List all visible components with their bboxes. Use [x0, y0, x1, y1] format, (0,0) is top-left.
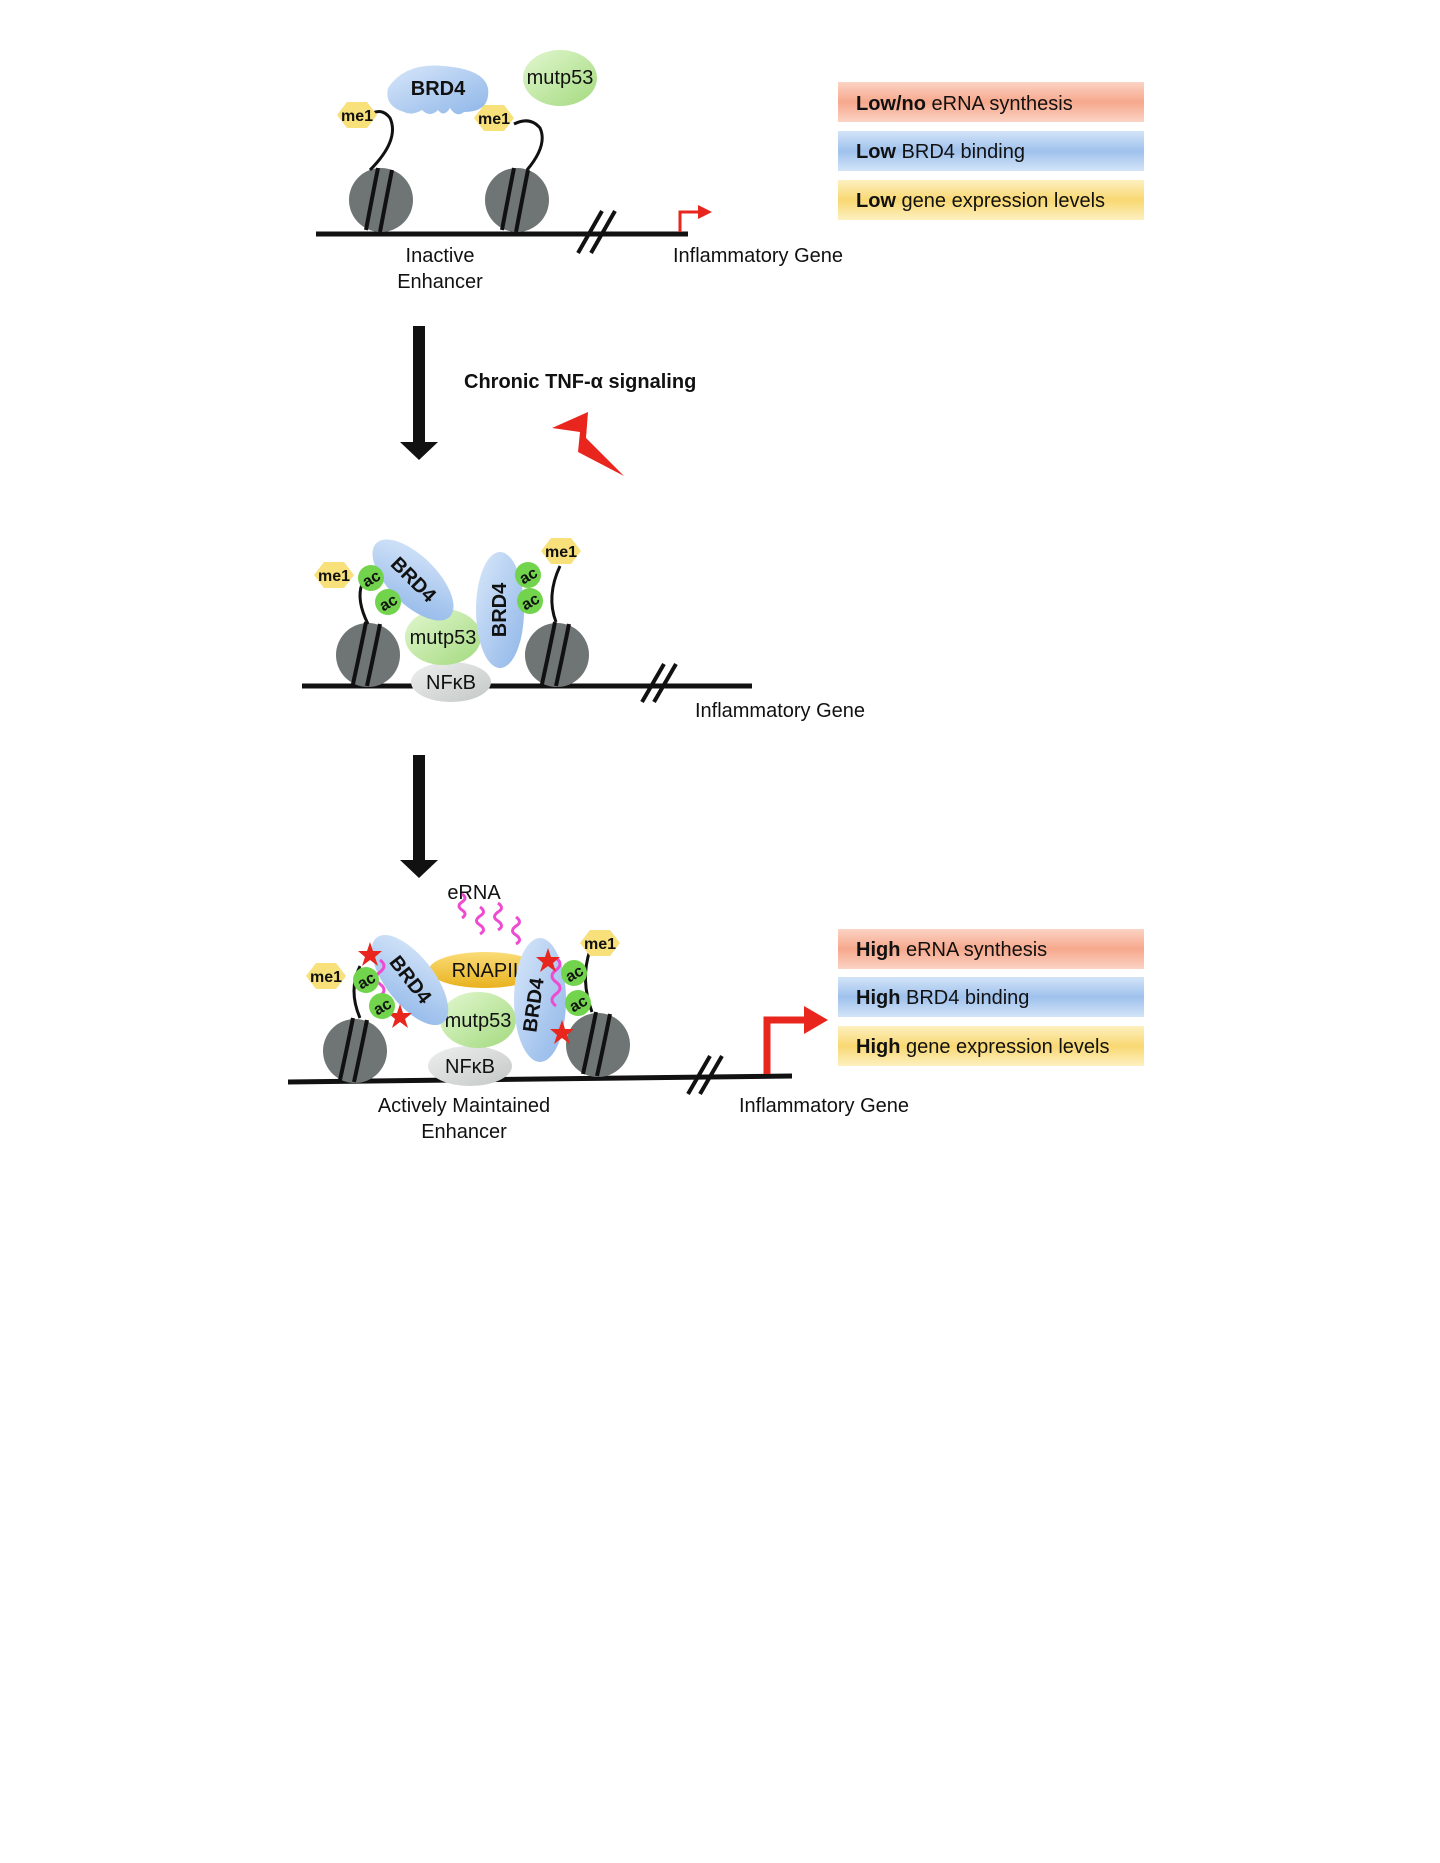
ac-mark: ac — [517, 588, 543, 614]
me1-mark: me1 — [337, 102, 377, 128]
erna-label: eRNA — [447, 882, 501, 904]
svg-text:me1: me1 — [545, 544, 577, 561]
svg-text:me1: me1 — [478, 111, 510, 128]
svg-text:NFκB: NFκB — [426, 672, 476, 694]
signal-label: Chronic TNF-α signaling — [464, 371, 696, 393]
svg-text:NFκB: NFκB — [445, 1056, 495, 1078]
histone-tail — [552, 566, 560, 622]
me1-mark: me1 — [541, 538, 581, 564]
me1-mark: me1 — [580, 930, 620, 956]
tss-arrow-large-head — [804, 1006, 828, 1034]
nfkb-protein: NFκB — [428, 1046, 512, 1086]
svg-text:mutp53: mutp53 — [445, 1010, 512, 1032]
enhancer-label: Enhancer — [421, 1121, 507, 1143]
dna-break-mark — [642, 664, 676, 702]
brd4-protein: BRD4 — [387, 65, 488, 114]
transition-arrow-2 — [400, 755, 438, 878]
legend-item: Low/no eRNA synthesis — [856, 93, 1073, 115]
panel-active-enhancer: eRNA NFκB mutp53 RNAPII — [288, 882, 1144, 1143]
svg-text:BRD4: BRD4 — [489, 582, 511, 637]
svg-text:mutp53: mutp53 — [410, 627, 477, 649]
nfkb-protein: NFκB — [411, 662, 491, 702]
panel-tnf-induced: NFκB mutp53 BRD4 BRD4 — [302, 526, 865, 722]
enhancer-label: Inactive — [406, 245, 475, 267]
svg-text:me1: me1 — [318, 568, 350, 585]
gene-label: Inflammatory Gene — [739, 1095, 909, 1117]
legend-item: Low gene expression levels — [856, 190, 1105, 212]
legend-item: Low BRD4 binding — [856, 141, 1025, 163]
svg-text:BRD4: BRD4 — [411, 78, 466, 100]
histone-tail — [514, 121, 542, 170]
svg-text:mutp53: mutp53 — [527, 67, 594, 89]
tss-arrow-small-head — [698, 205, 712, 219]
legend-low: Low/no eRNA synthesis Low BRD4 binding L… — [838, 82, 1144, 220]
legend-high: High eRNA synthesis High BRD4 binding Hi… — [838, 929, 1144, 1066]
svg-text:me1: me1 — [584, 936, 616, 953]
me1-mark: me1 — [474, 105, 514, 131]
lightning-bolt-icon — [552, 412, 624, 476]
nucleosome — [349, 168, 413, 232]
ac-mark: ac — [565, 990, 591, 1016]
gene-label: Inflammatory Gene — [695, 700, 865, 722]
mutp53-protein: mutp53 — [440, 992, 516, 1048]
me1-mark: me1 — [314, 562, 354, 588]
legend-item: High BRD4 binding — [856, 987, 1029, 1009]
panel-inactive-enhancer: me1 me1 BRD4 mutp53 Inactive Enhancer In… — [316, 50, 1144, 293]
legend-item: High gene expression levels — [856, 1036, 1109, 1058]
ac-mark: ac — [561, 960, 587, 986]
me1-mark: me1 — [306, 963, 346, 989]
nucleosome — [336, 622, 400, 687]
nucleosome — [525, 622, 589, 687]
legend-item: High eRNA synthesis — [856, 939, 1047, 961]
svg-text:me1: me1 — [341, 108, 373, 125]
enhancer-label: Actively Maintained — [378, 1095, 550, 1117]
ac-mark: ac — [358, 565, 384, 591]
transition-arrow-1 — [400, 326, 438, 460]
tss-arrow-small — [680, 212, 700, 232]
mutp53-protein: mutp53 — [523, 50, 597, 106]
gene-label: Inflammatory Gene — [673, 245, 843, 267]
brd4-protein: BRD4 — [514, 938, 566, 1062]
svg-text:me1: me1 — [310, 969, 342, 986]
tss-arrow-large — [767, 1020, 806, 1074]
ac-mark: ac — [375, 589, 401, 615]
nucleosome — [566, 1012, 630, 1077]
ac-mark: ac — [515, 562, 541, 588]
ac-mark: ac — [353, 967, 379, 993]
nucleosome — [323, 1018, 387, 1083]
ac-mark: ac — [369, 993, 395, 1019]
nucleosome — [485, 168, 549, 232]
svg-text:RNAPII: RNAPII — [452, 960, 519, 982]
enhancer-label: Enhancer — [397, 271, 483, 293]
